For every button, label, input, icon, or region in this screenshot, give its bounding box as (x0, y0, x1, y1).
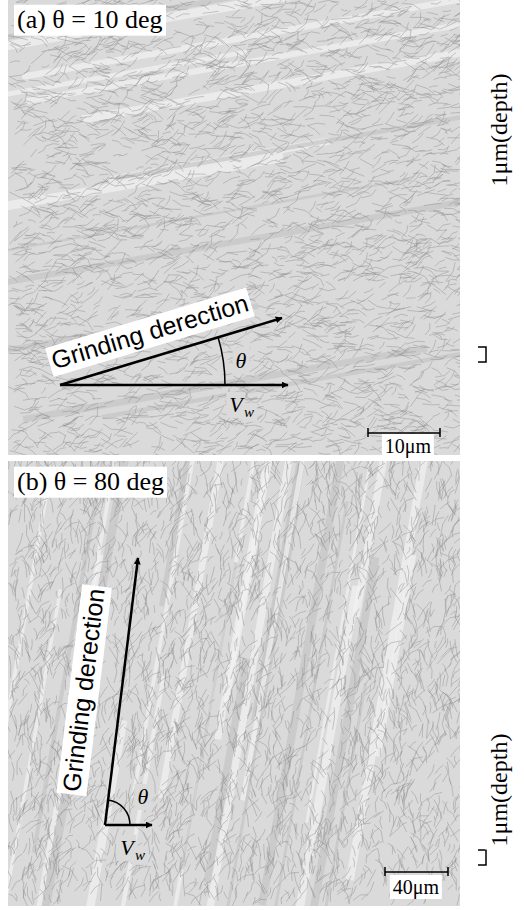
velocity-arrow (60, 384, 288, 387)
velocity-subscript: w (132, 846, 148, 865)
grinding-streak (8, 153, 284, 252)
surface-texture (8, 0, 460, 455)
depth-bracket (478, 850, 486, 865)
panel-label: (b) θ = 80 deg (14, 467, 167, 498)
surface-panel (8, 461, 460, 906)
grinding-streak (36, 461, 156, 906)
surface-cells (8, 0, 460, 455)
surface-texture (8, 461, 460, 906)
depth-label: 1μm(depth) (485, 71, 513, 190)
angle-symbol: θ (135, 784, 152, 810)
direction-label: Grinding derection (45, 287, 255, 376)
angle-arc (218, 337, 225, 385)
angle-symbol: θ (233, 348, 250, 374)
grinding-streak (307, 683, 366, 906)
velocity-subscript: w (241, 403, 257, 422)
panel-label: (a) θ = 10 deg (14, 5, 166, 36)
grinding-streak (203, 461, 328, 906)
angle-arc (108, 800, 130, 825)
scale-label: 10μm (382, 434, 434, 458)
grinding-streak (346, 461, 457, 881)
surface-cells (8, 461, 460, 906)
depth-label: 1μm(depth) (485, 731, 513, 850)
scale-label: 40μm (390, 875, 442, 899)
velocity-arrow (105, 824, 152, 827)
direction-label: Grinding derection (57, 584, 112, 796)
depth-bracket (478, 347, 486, 362)
